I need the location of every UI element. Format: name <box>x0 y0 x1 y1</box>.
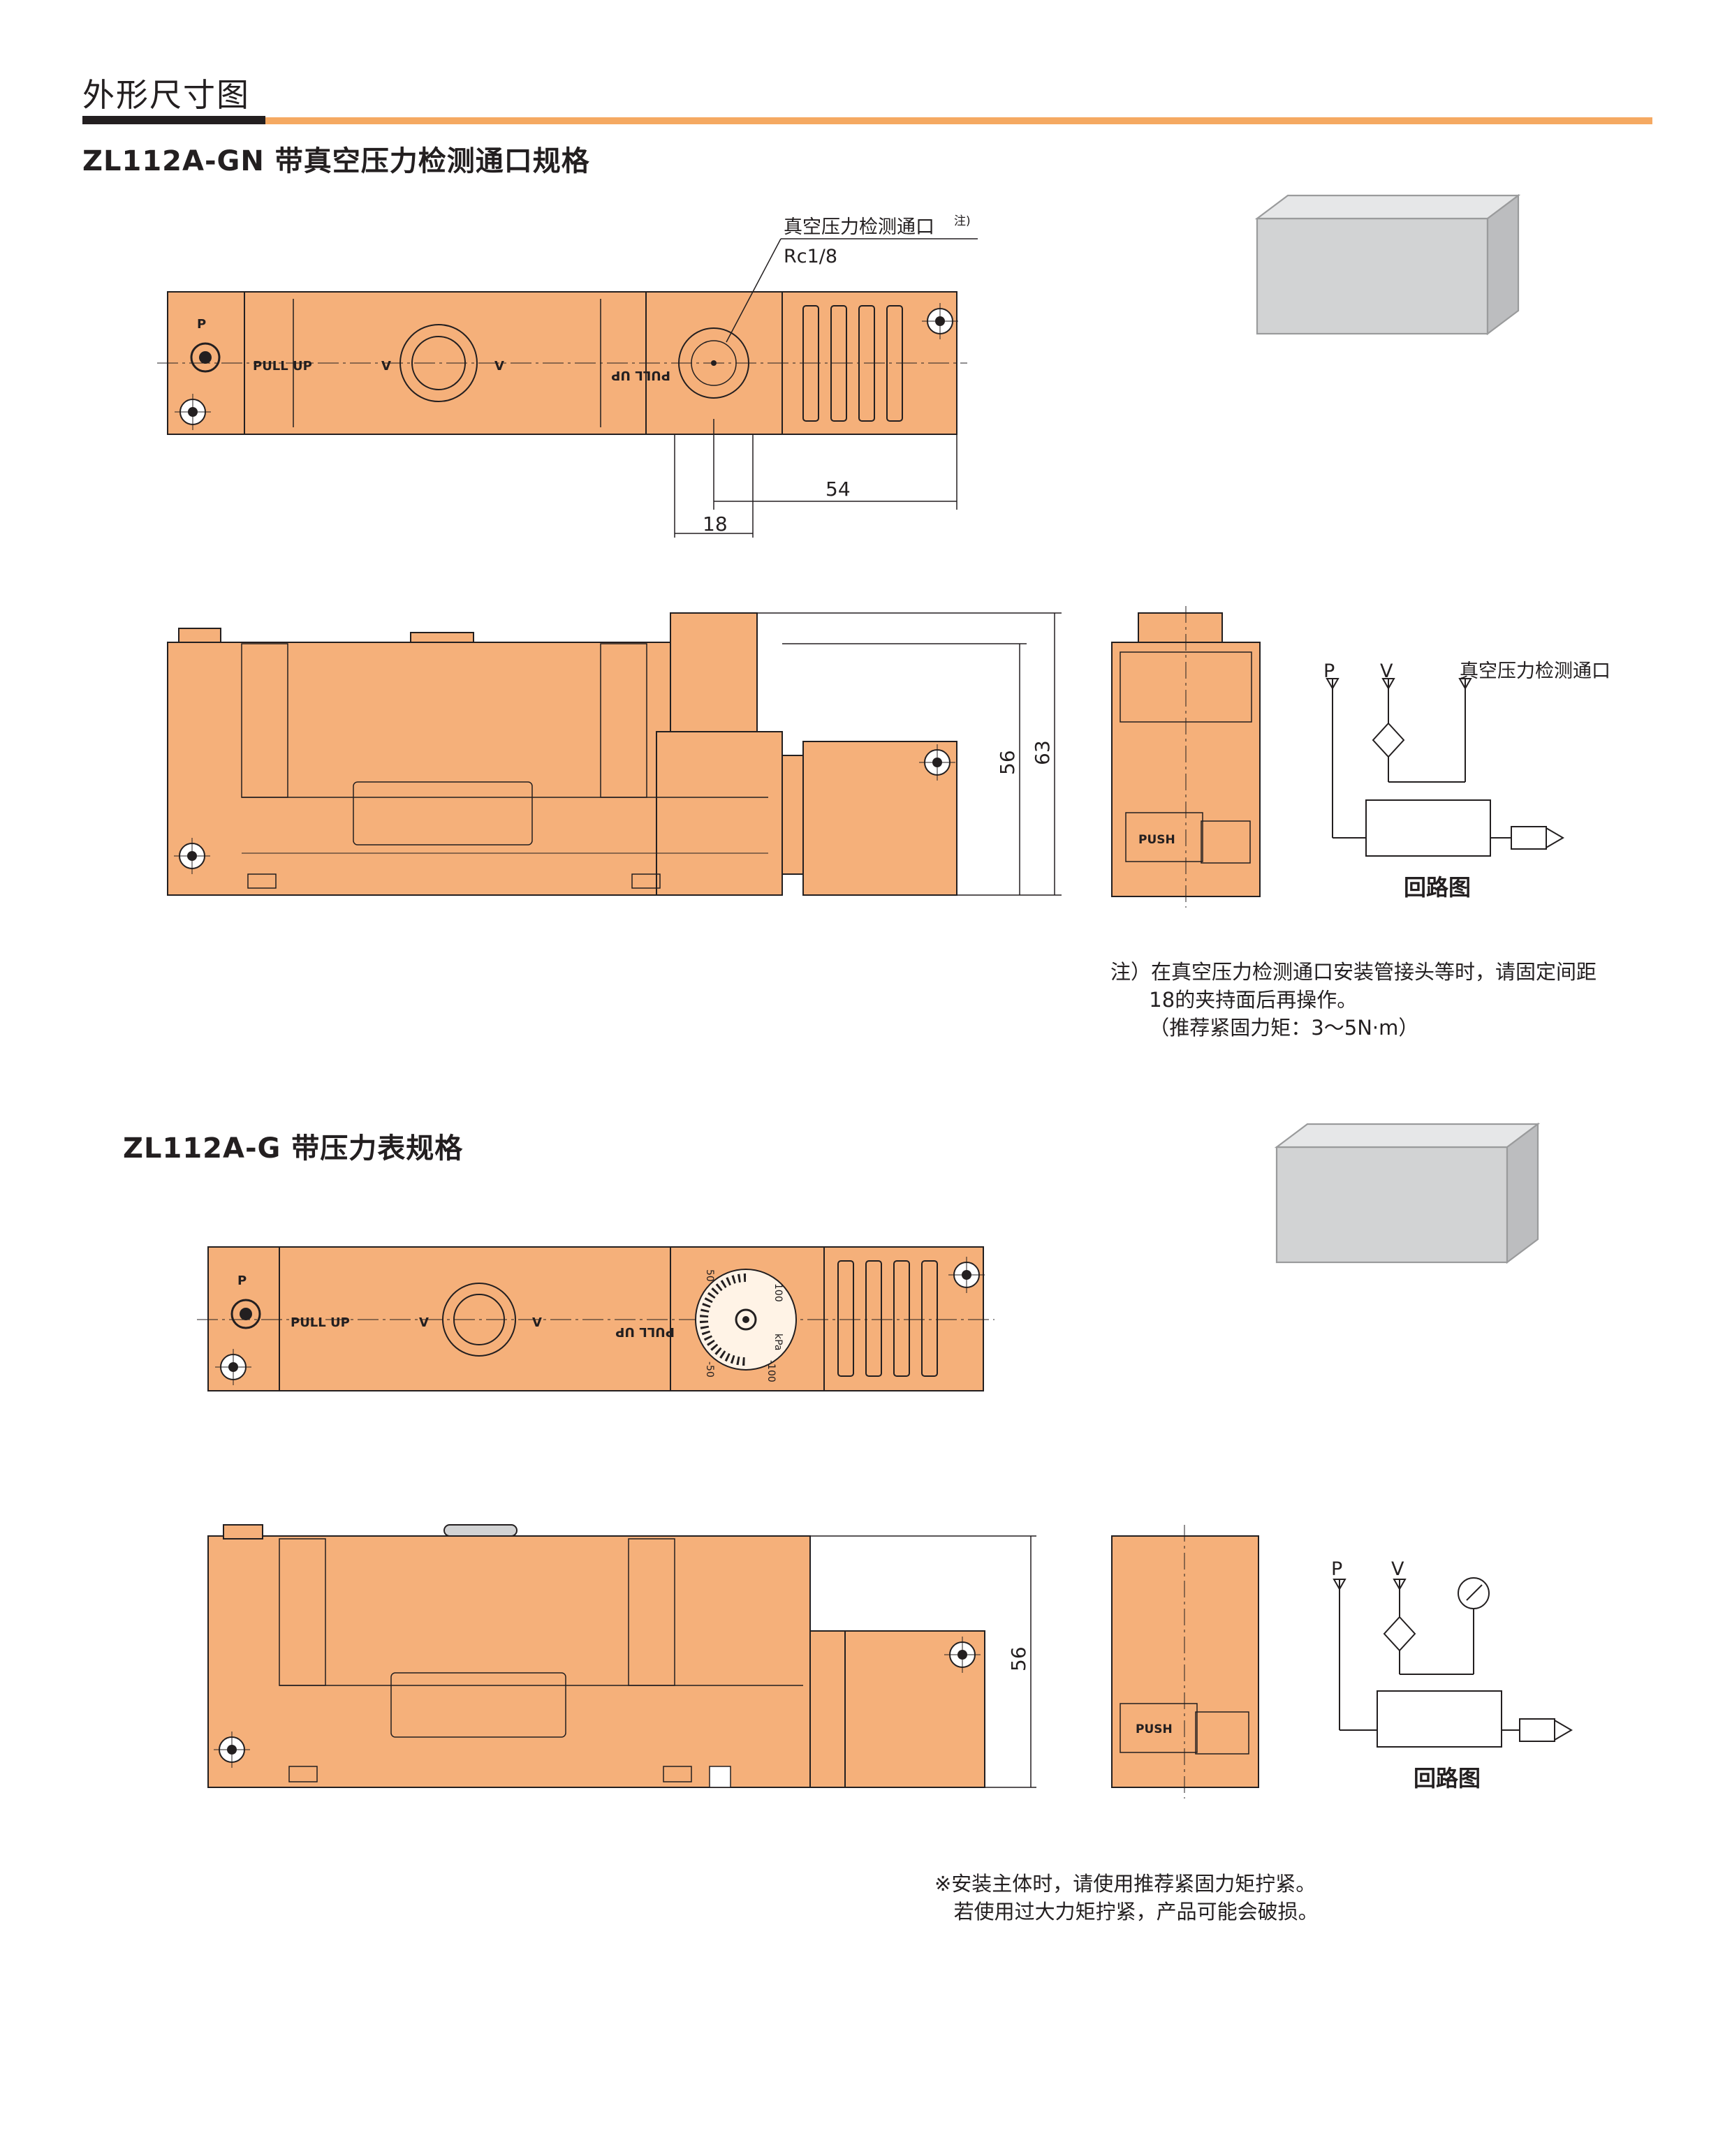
svg-text:P: P <box>1331 1558 1342 1580</box>
product-photo-2 <box>1275 1123 1539 1264</box>
product-photo-1 <box>1256 194 1520 335</box>
top-view-2: 100 kPa -100 50 -50 P PULL UP PULL UP V … <box>197 1246 995 1391</box>
title-accent-rule <box>265 117 1652 124</box>
svg-text:PULL UP: PULL UP <box>253 359 312 374</box>
section-1-note: 注）在真空压力检测通口安装管接头等时，请固定间距 18的夹持面后再操作。 （推荐… <box>1110 960 1597 1040</box>
svg-text:P: P <box>1323 660 1335 682</box>
svg-text:V: V <box>419 1315 429 1330</box>
svg-text:V: V <box>532 1315 542 1330</box>
page-title: 外形尺寸图 <box>82 76 250 114</box>
svg-text:54: 54 <box>825 478 851 501</box>
svg-text:真空压力检测通口: 真空压力检测通口 <box>1460 660 1610 682</box>
circuit-2-labels: P V 回路图 <box>1331 1558 1481 1792</box>
svg-text:真空压力检测通口: 真空压力检测通口 <box>784 216 934 238</box>
svg-text:50: 50 <box>704 1269 715 1282</box>
top-view-1: P PULL UP PULL UP V V 54 18 真空压力检测通口 注) … <box>157 214 978 538</box>
side-view-1: PUSH <box>1111 606 1261 908</box>
svg-text:56: 56 <box>996 750 1019 775</box>
svg-text:-50: -50 <box>704 1361 715 1378</box>
svg-text:Rc1/8: Rc1/8 <box>784 246 837 267</box>
svg-text:V: V <box>381 359 391 374</box>
svg-text:100: 100 <box>772 1283 784 1302</box>
title-underline <box>82 116 265 124</box>
svg-text:PULL UP: PULL UP <box>291 1315 350 1330</box>
svg-text:V: V <box>1380 660 1393 682</box>
svg-text:PULL UP: PULL UP <box>615 1324 675 1339</box>
svg-text:注): 注) <box>954 214 971 228</box>
circuit-1-labels: P V 真空压力检测通口 回路图 <box>1323 660 1610 901</box>
circuit-2 <box>1333 1577 1573 1748</box>
svg-text:56: 56 <box>1007 1646 1030 1671</box>
section-2-heading: ZL112A-G 带压力表规格 <box>123 1132 464 1165</box>
svg-text:V: V <box>494 359 504 374</box>
front-view-1: 56 63 <box>167 612 1062 896</box>
circuit-1 <box>1326 678 1564 857</box>
svg-text:63: 63 <box>1031 740 1054 765</box>
svg-text:-100: -100 <box>765 1360 777 1382</box>
svg-text:PULL UP: PULL UP <box>611 368 670 383</box>
section-2-note: ※安装主体时，请使用推荐紧固力矩拧紧。 若使用过大力矩拧紧，产品可能会破损。 <box>934 1872 1319 1924</box>
front-view-2: 56 <box>207 1524 1036 1788</box>
svg-text:回路图: 回路图 <box>1404 874 1471 901</box>
svg-text:PUSH: PUSH <box>1138 833 1175 847</box>
svg-text:18: 18 <box>703 512 728 536</box>
svg-text:PUSH: PUSH <box>1136 1722 1173 1736</box>
side-view-2: PUSH <box>1111 1525 1259 1799</box>
svg-text:P: P <box>197 317 206 332</box>
svg-text:V: V <box>1391 1558 1404 1580</box>
svg-text:P: P <box>237 1273 247 1288</box>
section-1-heading: ZL112A-GN 带真空压力检测通口规格 <box>82 145 590 177</box>
svg-text:kPa: kPa <box>772 1334 784 1351</box>
svg-text:回路图: 回路图 <box>1414 1765 1481 1792</box>
